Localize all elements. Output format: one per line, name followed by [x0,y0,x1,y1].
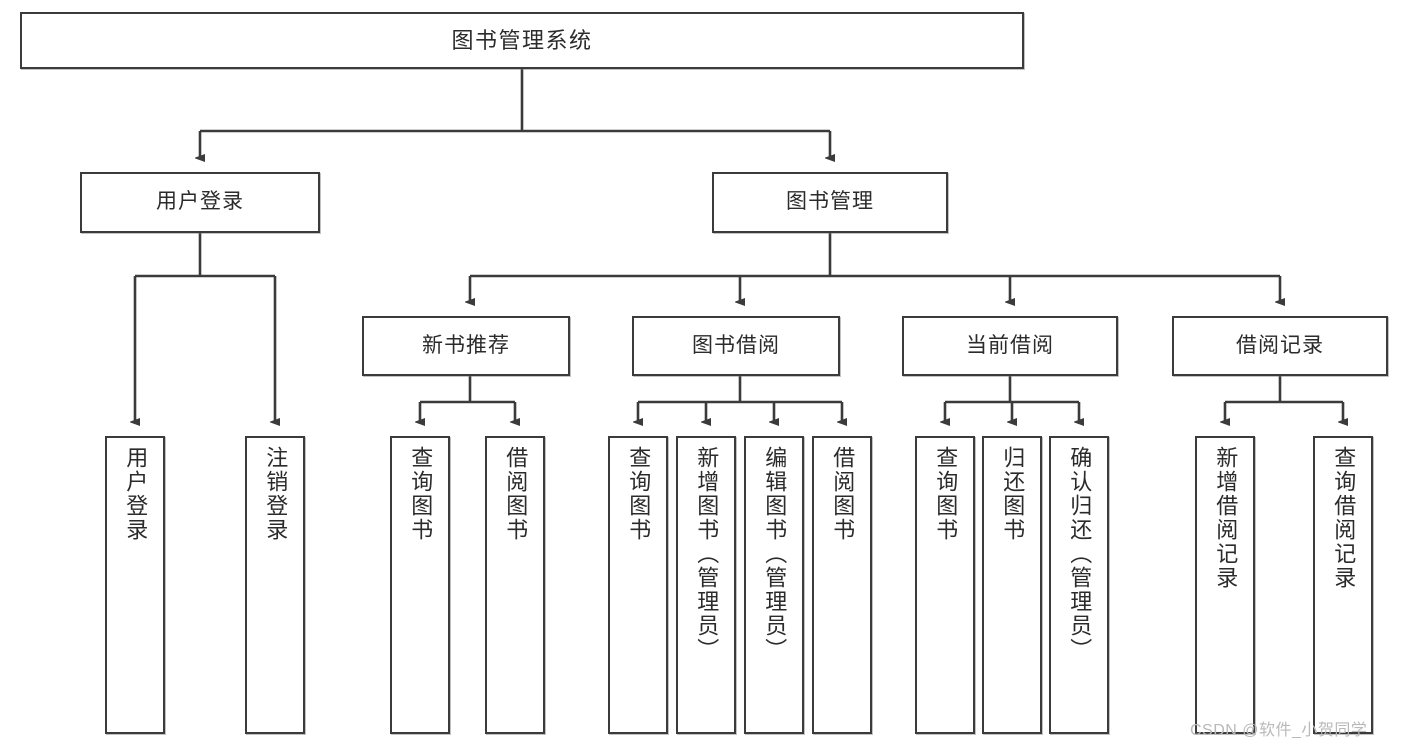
leaf-confirm-return-admin[interactable]: 确认归还（管理员） [1049,436,1109,734]
leaf-add-book-admin[interactable]: 新增图书（管理员） [676,436,736,734]
node-current-borrow[interactable]: 当前借阅 [902,316,1118,376]
node-label: 查询图书 [408,446,434,542]
leaf-query-borrow-record[interactable]: 查询借阅记录 [1313,436,1373,734]
node-label: 查询图书 [626,446,652,542]
node-book-management[interactable]: 图书管理 [712,172,948,233]
node-label: 查询图书 [933,446,959,542]
node-label: 用户登录 [123,446,149,542]
node-book-borrow[interactable]: 图书借阅 [632,316,840,376]
node-label: 查询借阅记录 [1331,446,1357,590]
node-label: 新增图书（管理员） [694,446,720,662]
node-label: 编辑图书（管理员） [762,446,788,662]
csdn-watermark: CSDN @软件_小贺同学 [1190,722,1368,739]
node-label: 图书管理 [786,190,874,214]
node-label: 借阅记录 [1236,333,1324,357]
leaf-borrow-book[interactable]: 借阅图书 [812,436,872,734]
leaf-return-book[interactable]: 归还图书 [982,436,1042,734]
node-label: 归还图书 [1000,446,1026,542]
node-borrow-record[interactable]: 借阅记录 [1172,316,1388,376]
node-new-book-recommendation[interactable]: 新书推荐 [362,316,570,376]
node-label: 借阅图书 [503,446,529,542]
leaf-borrow-book-newbook[interactable]: 借阅图书 [485,436,545,734]
node-label: 用户登录 [156,190,244,214]
leaf-add-borrow-record[interactable]: 新增借阅记录 [1195,436,1255,734]
node-user-login[interactable]: 用户登录 [80,172,320,233]
node-label: 借阅图书 [830,446,856,542]
node-label: 当前借阅 [966,333,1054,357]
node-label: 注销登录 [263,446,289,542]
node-label: 确认归还（管理员） [1067,446,1093,662]
leaf-user-login[interactable]: 用户登录 [105,436,165,734]
node-label: 图书借阅 [692,333,780,357]
node-label: 新增借阅记录 [1213,446,1239,590]
node-label: 图书管理系统 [451,27,593,53]
leaf-edit-book-admin[interactable]: 编辑图书（管理员） [744,436,804,734]
node-label: 新书推荐 [422,333,510,357]
leaf-query-book-borrow[interactable]: 查询图书 [608,436,668,734]
node-root-system[interactable]: 图书管理系统 [20,12,1024,69]
leaf-logout-login[interactable]: 注销登录 [245,436,305,734]
leaf-query-book-newbook[interactable]: 查询图书 [390,436,450,734]
leaf-query-book-current[interactable]: 查询图书 [915,436,975,734]
